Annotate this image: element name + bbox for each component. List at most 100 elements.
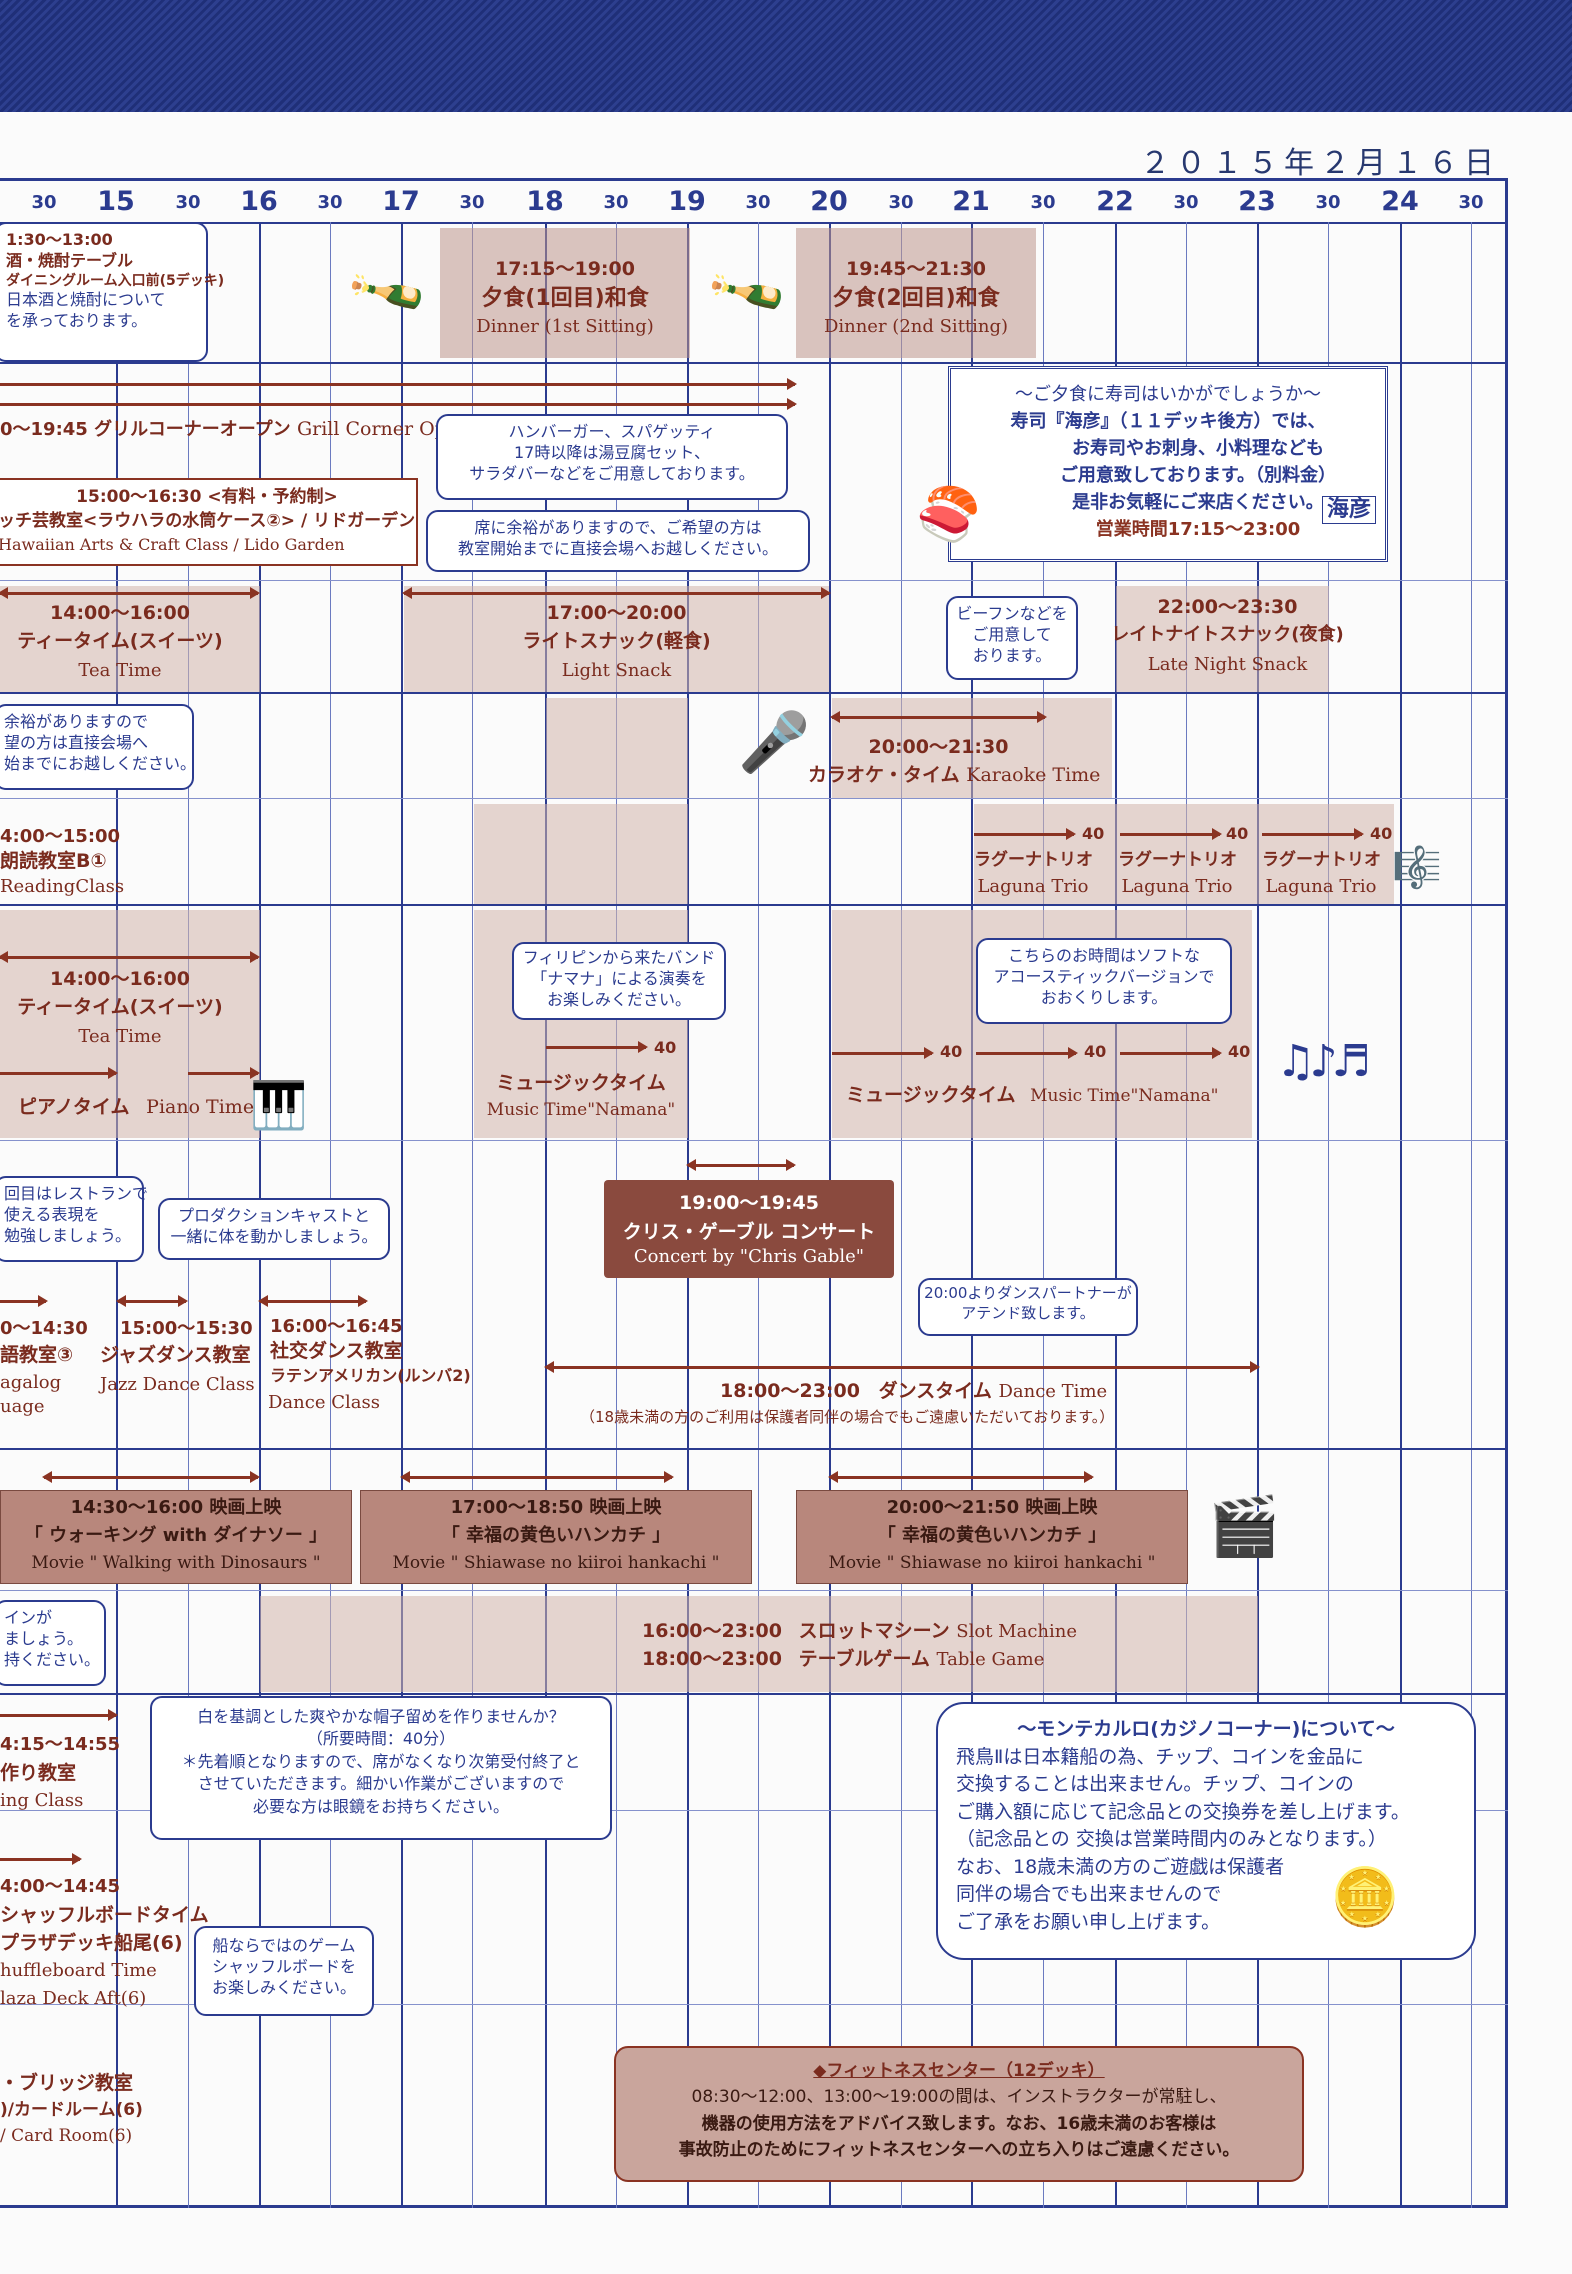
bifun-line: ビーフンなどを (956, 604, 1068, 623)
coin-bubble: インが ましょう。 持ください。 (0, 1600, 106, 1686)
tea1-title: ティータイム(スイーツ) (17, 630, 223, 652)
sushi-line: 〜ご夕食に寿司はいかがでしょうか〜 (1015, 384, 1321, 405)
table-en: Table Game (936, 1649, 1045, 1670)
hat-en: ing Class (0, 1790, 84, 1811)
tick: 18 (526, 186, 564, 217)
tick: 30 (317, 192, 343, 213)
dinner2-en: Dinner (2nd Sitting) (823, 316, 1009, 337)
tea2-time: 14:00〜16:00 (50, 968, 190, 990)
sushi-panel: 〜ご夕食に寿司はいかがでしょうか〜 寿司『海彦』（１１デッキ後方）では、 お寿司… (948, 366, 1388, 562)
shuffle-bubble-line: 船ならではのゲーム (212, 1936, 356, 1955)
production-line: プロダクションキャストと (177, 1206, 370, 1225)
movie3-en: Movie " Shiawase no kiiroi hankachi " (828, 1553, 1156, 1573)
music2-min: 40 (940, 1042, 963, 1061)
ruler-divider (0, 222, 1508, 224)
fitness-line: 08:30〜12:00、13:00〜19:00の間は、インストラクターが常駐し、 (691, 2087, 1227, 2108)
movie1-arrow (42, 1471, 260, 1483)
sushi-line: お寿司やお刺身、小料理なども (1072, 438, 1324, 459)
slot-row: 16:00〜23:00 スロットマシーン Slot Machine (642, 1620, 1077, 1643)
laguna-en: Laguna Trio (977, 876, 1089, 897)
bridge-en: / Card Room(6) (0, 2126, 133, 2146)
tea-block (0, 586, 260, 692)
tick: 30 (745, 192, 771, 213)
tick: 30 (1315, 192, 1341, 213)
music-note-icon: 🎼 (1392, 845, 1442, 891)
laguna-min: 40 (1226, 824, 1249, 843)
slot-time: 16:00〜23:00 (642, 1620, 782, 1642)
shuffle-location: プラザデッキ船尾(6) (0, 1932, 183, 1954)
piano-arrow (0, 1067, 118, 1079)
music1-en: Music Time"Namana" (486, 1100, 676, 1120)
tick: 20 (810, 186, 848, 217)
shuffle-en: huffleboard Time (0, 1960, 157, 1981)
seat-line: 余裕がありますので (4, 712, 149, 731)
music2-arrow (976, 1047, 1078, 1059)
casino-block (260, 1596, 1258, 1692)
laguna-arrow (974, 828, 1076, 840)
craft-bubble: 席に余裕がありますので、ご希望の方は 教室開始までに直接会場へお越しください。 (426, 510, 810, 572)
karaoke-ja: カラオケ・タイム (808, 764, 960, 786)
production-line: 一緒に体を動かしましょう。 (170, 1226, 378, 1246)
concert-en: Concert by "Chris Gable" (633, 1246, 865, 1267)
row-divider (0, 904, 1508, 906)
laguna-min: 40 (1370, 824, 1393, 843)
movie2-time: 17:00〜18:50 映画上映 (450, 1497, 662, 1518)
restaurant-line: 回目はレストランで (4, 1184, 149, 1203)
grill-bubble-line: 17時以降は湯豆腐セット、 (513, 442, 711, 462)
tick: 23 (1238, 186, 1276, 217)
grid-line (1043, 222, 1044, 2208)
grid-line (1400, 222, 1402, 2208)
grill-bubble-line: ハンバーガー、スパゲッティ (508, 422, 716, 441)
craft-time: 15:00〜16:30 <有料・予約制> (76, 487, 338, 507)
hat-line: （所要時間：40分） (306, 1729, 456, 1749)
movie1-en: Movie " Walking with Dinosaurs " (31, 1553, 321, 1573)
karaoke-time: 20:00〜21:30 (868, 736, 1009, 758)
movie1-box: 14:30〜16:00 映画上映 「 ウォーキング with ダイナソー 」 M… (0, 1490, 352, 1584)
grid-line (1471, 222, 1472, 2208)
dance-title: 18:00〜23:00 ダンスタイム Dance Time (720, 1380, 1107, 1403)
casino-line: 飛鳥Ⅱは日本籍船の為、チップ、コインを金品に (956, 1745, 1364, 1768)
laguna-min: 40 (1082, 824, 1105, 843)
social-arrow (258, 1295, 368, 1307)
hat-bubble: 白を基調とした爽やかな帽子留めを作りませんか？ （所要時間：40分） ＊先着順と… (150, 1696, 612, 1840)
sushi-hours: 営業時間17:15〜23:00 (1095, 519, 1301, 540)
tick: 30 (1458, 192, 1484, 213)
tick: 16 (240, 186, 278, 217)
latenight-time: 22:00〜23:30 (1157, 596, 1298, 618)
row-divider (0, 1448, 1508, 1450)
laguna-title: ラグーナトリオ (1262, 850, 1381, 870)
row-divider (0, 1140, 1508, 1141)
jazz-arrow (116, 1295, 188, 1307)
tick: 19 (668, 186, 706, 217)
sushi-icon: 🍣 (916, 485, 981, 545)
casino-line: なお、18歳未満の方のご遊戯は保護者 (956, 1855, 1285, 1878)
dance-en: Dance Time (998, 1381, 1108, 1402)
movie1-time: 14:30〜16:00 映画上映 (70, 1497, 282, 1518)
laguna-en: Laguna Trio (1121, 876, 1233, 897)
namana-line: お楽しみください。 (546, 989, 691, 1009)
grid-line (1328, 222, 1329, 2208)
row-divider (0, 1693, 1508, 1695)
reading-title: 朗読教室B① (0, 850, 107, 872)
lang-en: agalog (0, 1372, 62, 1393)
latenight-title: レイトナイトスナック(夜食) (1111, 624, 1344, 645)
header-band (0, 0, 1572, 112)
fitness-title: ◆フィットネスセンター（12デッキ） (813, 2061, 1105, 2081)
grill-ja: 0〜19:45 グリルコーナーオープン (0, 419, 291, 440)
sake-location: ダイニングルーム入口前(5デッキ) (6, 272, 225, 289)
latenight-block (1116, 586, 1329, 692)
seat-bubble: 余裕がありますので 望の方は直接会場へ 始までにお越しください。 (0, 704, 196, 790)
piano-en: Piano Time (146, 1096, 255, 1118)
coin-line: ましょう。 (4, 1628, 84, 1648)
music1-min: 40 (654, 1038, 677, 1057)
restaurant-bubble: 回目はレストランで 使える表現を 勉強しましょう。 (0, 1176, 149, 1262)
lang-title: 語教室③ (0, 1344, 74, 1366)
tick: 30 (459, 192, 485, 213)
namana-line: フィリピンから来たバンド (522, 948, 716, 967)
craft-en: Hawaiian Arts & Craft Class / Lido Garde… (0, 534, 345, 554)
tea2-en: Tea Time (78, 1026, 162, 1047)
movie3-arrow (828, 1471, 1094, 1483)
piano-ja: ピアノタイム (18, 1096, 130, 1118)
grid-line (472, 222, 473, 2208)
laguna-arrow (1262, 828, 1364, 840)
